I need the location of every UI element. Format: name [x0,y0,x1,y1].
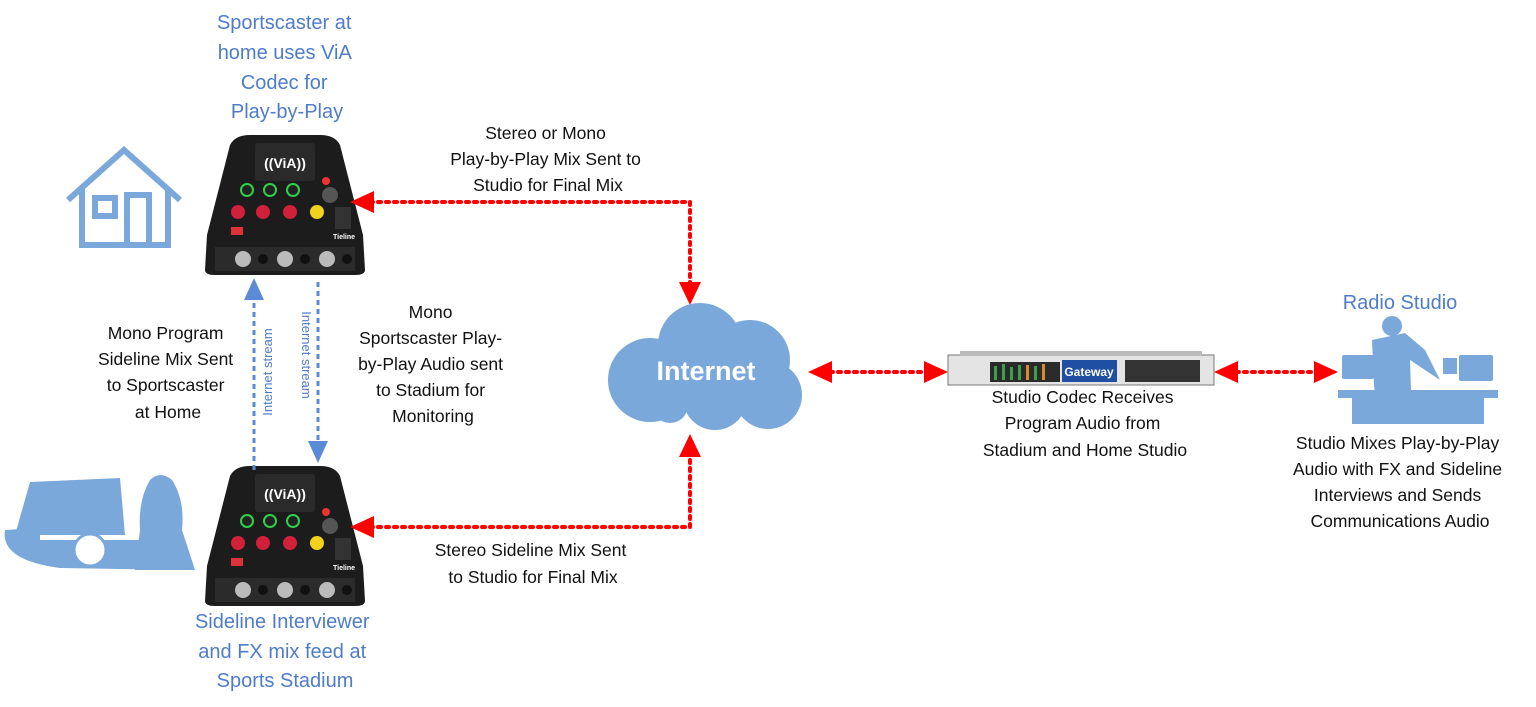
gateway-codec: Gateway [947,351,1215,386]
stadium-internet-arrow [368,443,692,529]
internet-cloud-icon [608,303,802,430]
radio-studio-title: Radio Studio [1343,292,1458,314]
arrowhead-icon [1314,361,1338,383]
home-via-codec: ((ViA)) Tieline [205,135,365,275]
home-to-stadium-label: Mono Sportscaster Play- by-Play Audio se… [358,302,508,426]
stadium-to-internet-label: Stereo Sideline Mix Sent to Studio for F… [435,540,632,587]
arrowhead-icon [1214,361,1238,383]
stadium-via-codec: ((ViA)) Tieline [205,466,365,606]
via-screen-text: ((ViA)) [264,155,306,171]
arrowhead-icon [350,516,374,538]
via-brand: Tieline [333,234,355,241]
arrowhead-icon [308,441,328,463]
arrowhead-icon [808,361,832,383]
home-title: Sportscaster at home uses ViA Codec for … [217,12,357,123]
arrowhead-icon [244,278,264,300]
gateway-screen-text: Gateway [1064,365,1114,379]
gateway-caption: Studio Codec Receives Program Audio from… [983,387,1187,460]
arrowhead-icon [350,191,374,213]
radio-studio-icon [1338,316,1498,424]
arrowhead-icon [924,361,948,383]
stadium-to-home-label: Mono Program Sideline Mix Sent to Sports… [98,323,238,422]
home-internet-arrow [368,200,692,302]
stream-label-down: Internet stream [299,311,314,398]
stream-label-up: Internet stream [260,328,275,415]
stadium-interviewer-icon [4,475,195,570]
internet-label: Internet [656,356,755,386]
via-brand: Tieline [333,565,355,572]
house-icon [66,145,182,248]
arrowhead-icon [679,282,701,305]
radio-studio-caption: Studio Mixes Play-by-Play Audio with FX … [1293,433,1507,531]
arrowhead-icon [679,434,701,457]
home-to-internet-label: Stereo or Mono Play-by-Play Mix Sent to … [450,123,646,195]
stadium-title: Sideline Interviewer and FX mix feed at … [195,611,375,692]
via-screen-text: ((ViA)) [264,486,306,502]
